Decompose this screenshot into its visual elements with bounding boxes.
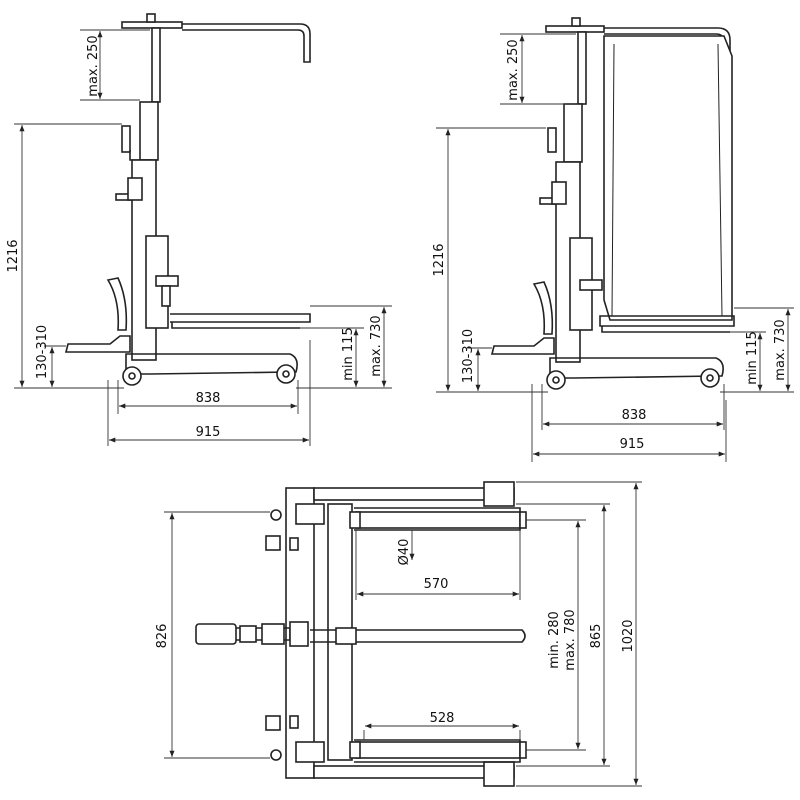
fork-platform (599, 315, 735, 327)
knob-left-top (265, 535, 281, 551)
width-826-label: 826 (155, 624, 170, 649)
lift-max-label: max. 250 (506, 39, 521, 100)
cylinder-head (551, 181, 567, 205)
fork-lower (171, 322, 300, 329)
fork-min-label: min 115 (745, 331, 760, 384)
foot-pedal (64, 335, 131, 353)
lift-max-label: max. 250 (86, 35, 101, 96)
pin-top (270, 509, 282, 521)
carriage-clamp (161, 285, 171, 307)
side-handle (121, 125, 131, 153)
fork-max-label: max. 730 (773, 319, 788, 380)
top-wheel (483, 481, 515, 507)
carriage-bracket (579, 279, 603, 291)
top-knob (571, 17, 581, 27)
base-frame (125, 353, 298, 375)
pedal-height-label: 130-310 (461, 329, 476, 383)
top-plate (121, 21, 183, 29)
spread-min-label: min. 280 (547, 611, 562, 669)
cylinder-head (127, 177, 143, 201)
carriage-bracket (155, 275, 179, 287)
length-total-label: 915 (620, 437, 645, 452)
width-865-label: 865 (589, 624, 604, 649)
bottom-wheel (483, 761, 515, 787)
side-handle (547, 127, 557, 153)
lower-arm-length-label: 528 (430, 711, 455, 726)
upper-arm-length-label: 570 (424, 577, 449, 592)
knob-right-top (289, 537, 299, 551)
fork-upper (170, 313, 311, 323)
mast-rod (577, 31, 587, 105)
side-view-left (14, 13, 392, 446)
knob-left-bottom (265, 715, 281, 731)
drum (603, 35, 733, 321)
pump-lever (532, 281, 554, 335)
side-view-right (436, 17, 794, 462)
top-plate (545, 25, 605, 33)
mast-rod (151, 27, 161, 103)
length-inner-label: 838 (196, 391, 221, 406)
upper-bracket (295, 503, 325, 525)
top-knob (146, 13, 156, 23)
height-label: 1216 (6, 239, 21, 272)
length-inner-label: 838 (622, 408, 647, 423)
mast-top-block (563, 103, 583, 163)
handle-grip (195, 623, 237, 645)
lower-bracket (295, 741, 325, 763)
fork-max-label: max. 730 (369, 315, 384, 376)
knob-right-bottom (289, 715, 299, 729)
fork-lower (601, 326, 730, 333)
foot-pedal (490, 337, 555, 355)
length-total-label: 915 (196, 425, 221, 440)
steering-handle (182, 23, 311, 63)
width-1020-label: 1020 (621, 619, 636, 652)
upper-roller (355, 511, 521, 529)
pedal-height-label: 130-310 (35, 325, 50, 379)
pump-lever (106, 277, 128, 331)
fork-min-label: min 115 (341, 327, 356, 380)
pin-bottom (270, 749, 282, 761)
base-frame (549, 357, 724, 379)
spread-max-label: max. 780 (563, 609, 578, 670)
height-label: 1216 (432, 243, 447, 276)
top-view (164, 481, 642, 787)
lower-roller (355, 741, 521, 759)
center-rod (310, 629, 526, 643)
roller-diameter-label: Ø40 (397, 539, 412, 566)
mast-top-block (139, 101, 159, 161)
